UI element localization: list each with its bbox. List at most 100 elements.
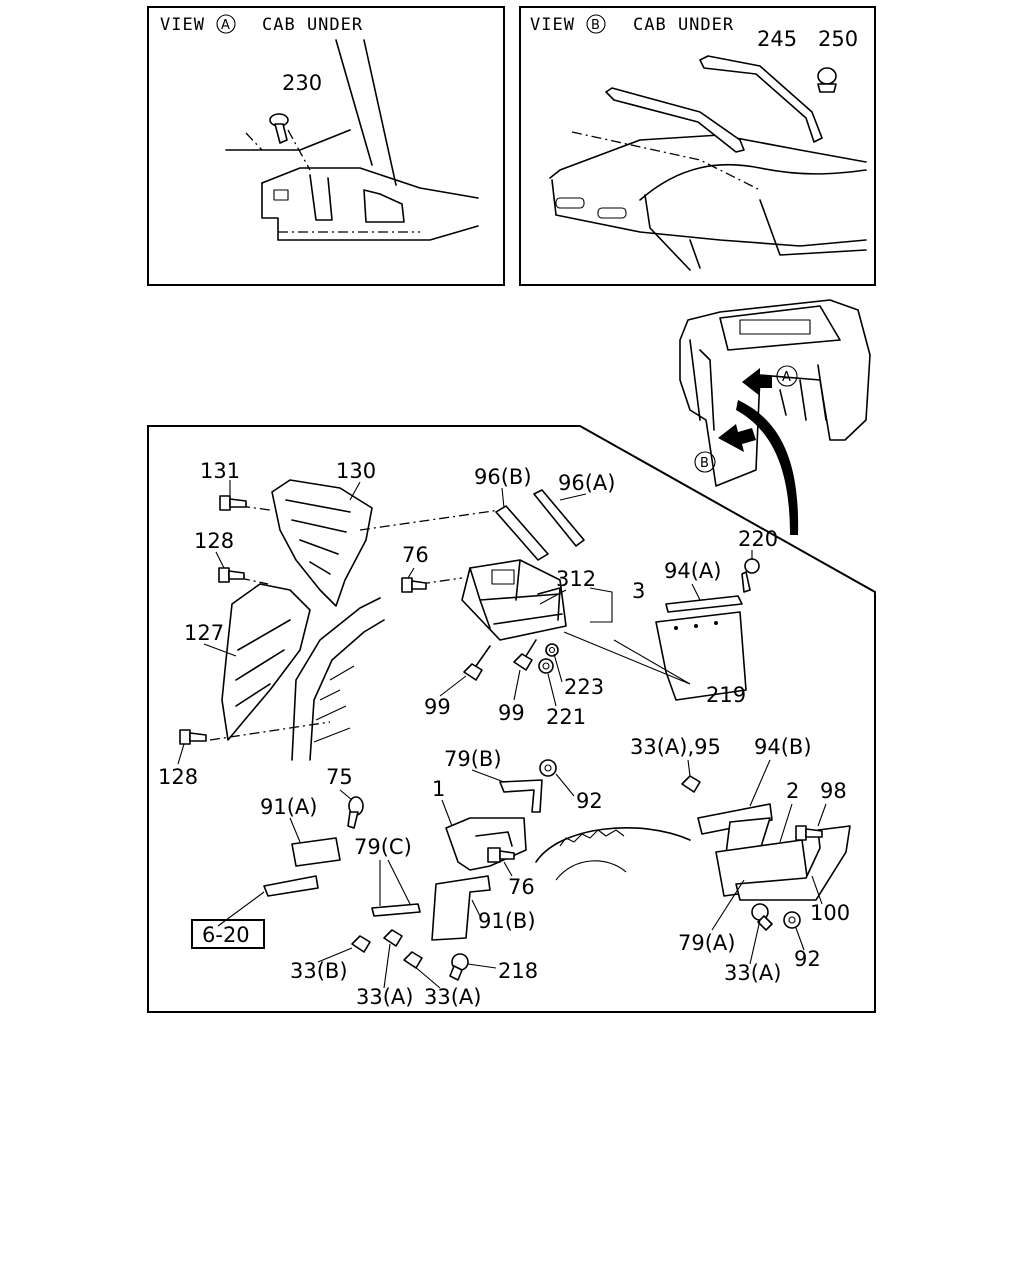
bracket-91b: [431, 875, 491, 941]
callout-76-mid: 76: [508, 875, 535, 899]
callout-79c: 79(C): [354, 835, 412, 859]
view-a-letter: A: [221, 18, 230, 33]
marker-a-circle-icon: [776, 365, 798, 387]
bolt-218-icon: [449, 953, 469, 981]
callout-131: 131: [200, 459, 240, 483]
view-a-bracket-1: [309, 174, 333, 221]
nut-92-mid-icon: [539, 759, 557, 777]
arrow-a-icon: [742, 368, 772, 396]
callout-128-bottom: 128: [158, 765, 198, 789]
bolt-128-top-icon: [218, 567, 245, 583]
bolt-33a-2-icon: [403, 951, 423, 969]
callout-92-right: 92: [794, 947, 821, 971]
view-a-pillar: [335, 39, 397, 186]
callout-94b: 94(B): [754, 735, 812, 759]
callout-76-top: 76: [402, 543, 429, 567]
bracket-3-brace: [589, 587, 613, 623]
bracket-312-window: [491, 569, 515, 585]
view-a-circle-icon: [216, 14, 236, 34]
callout-99-left: 99: [424, 695, 451, 719]
callout-218: 218: [498, 959, 538, 983]
wheel-arch-detail: [313, 665, 355, 743]
curved-arrow-icon: [736, 400, 799, 535]
view-a-centerline: [245, 132, 420, 233]
nut-221-icon: [538, 658, 554, 674]
callout-33a-2: 33(A): [424, 985, 481, 1009]
liner-130: [271, 479, 373, 607]
callout-94a: 94(A): [664, 559, 721, 583]
reference-box[interactable]: [191, 919, 265, 949]
callout-91a: 91(A): [260, 795, 317, 819]
view-a-leader-dash: [287, 129, 311, 171]
view-a-word: VIEW: [160, 15, 205, 35]
seal-96a: [533, 489, 585, 547]
cab-sunroof: [739, 319, 811, 335]
view-b-cab-top: [549, 134, 867, 179]
bracket-245-upper: [699, 55, 823, 143]
bolt-128-bottom-icon: [179, 729, 207, 745]
bracket-79b: [499, 779, 543, 813]
callout-33a-3: 33(A): [724, 961, 781, 985]
callout-128-top: 128: [194, 529, 234, 553]
callout-98: 98: [820, 779, 847, 803]
callout-220: 220: [738, 527, 778, 551]
bolt-33b-icon: [351, 935, 371, 953]
view-b-centerline: [571, 131, 761, 191]
seal-96b: [495, 505, 549, 561]
nut-92-right-icon: [783, 911, 801, 929]
view-b-frame: [519, 6, 876, 286]
bolt-76-line: [419, 577, 463, 585]
view-b-cab-contour: [644, 194, 867, 271]
reference-box-label: 6-20: [202, 923, 250, 947]
bolt-33a95-icon: [681, 775, 701, 793]
bolt-131-icon: [219, 495, 247, 511]
callout-245: 245: [757, 27, 797, 51]
bracket-79c: [371, 903, 421, 917]
view-a-bracket-2: [363, 189, 405, 223]
view-a-cab-line: [225, 129, 351, 151]
callout-1: 1: [432, 777, 445, 801]
bolt-76-top-icon: [401, 577, 427, 593]
screw-230-icon: [269, 113, 289, 144]
bolt-33a-3-icon: [751, 903, 773, 931]
cab-rear-lines: [779, 364, 827, 421]
bracket-312-detail: [469, 559, 563, 629]
view-a-title: CAB UNDER: [262, 15, 363, 35]
callout-100: 100: [810, 901, 850, 925]
tire-outline: [535, 827, 691, 863]
marker-a-letter: A: [782, 370, 791, 385]
mudflap-219: [655, 611, 747, 701]
bolt-99-left-icon: [463, 645, 491, 681]
bolt-76-mid-icon: [487, 847, 515, 863]
view-b-opening-1: [555, 197, 585, 209]
cab-door-lines: [689, 339, 715, 431]
callout-92-mid: 92: [576, 789, 603, 813]
marker-b-circle-icon: [694, 451, 716, 473]
liner-130-ribs: [285, 499, 351, 575]
callout-312: 312: [556, 567, 596, 591]
arrow-b-icon: [718, 424, 756, 452]
bolt-220-icon: [741, 558, 760, 593]
view-a-floor-edge: [261, 182, 479, 241]
wheel-arch-edge: [291, 597, 385, 761]
callout-79a: 79(A): [678, 931, 735, 955]
view-b-letter: B: [591, 18, 600, 33]
strip-94b: [697, 803, 773, 835]
callout-2: 2: [786, 779, 799, 803]
callout-91b: 91(B): [478, 909, 536, 933]
bracket-100: [735, 825, 851, 901]
callout-230: 230: [282, 71, 322, 95]
view-b-opening-2: [597, 207, 627, 219]
marker-b-letter: B: [700, 456, 709, 471]
callout-127: 127: [184, 621, 224, 645]
washer-223-icon: [545, 643, 559, 657]
main-panel: 6-20: [147, 425, 876, 1013]
callout-96b: 96(B): [474, 465, 532, 489]
callout-219: 219: [706, 683, 746, 707]
view-b-word: VIEW: [530, 15, 575, 35]
view-b-title: CAB UNDER: [633, 15, 734, 35]
bolt-99-right-icon: [513, 639, 537, 671]
callout-79b: 79(B): [444, 747, 502, 771]
callout-3: 3: [632, 579, 645, 603]
